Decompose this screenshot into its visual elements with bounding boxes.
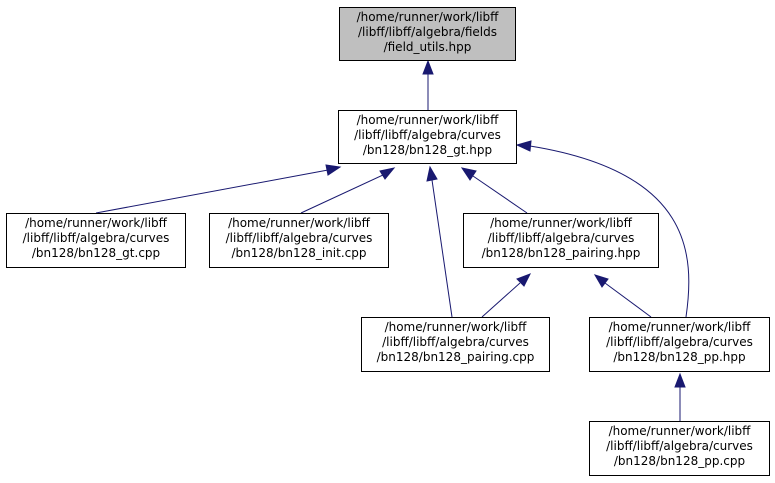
edge-pairing-cpp-to-gt-hpp (431, 179, 453, 318)
node-label-line: /bn128/bn128_gt.cpp (31, 246, 161, 260)
node-label-line: /home/runner/work/libff (25, 216, 167, 230)
edge-arrowhead (593, 274, 609, 288)
node-label-line: /bn128/bn128_init.cpp (231, 246, 367, 260)
node-label-line: /libff/libff/algebra/curves (606, 335, 753, 349)
edge-arrowhead (422, 59, 434, 75)
node-bn128-gt-cpp[interactable]: /home/runner/work/libff /libff/libff/alg… (6, 213, 186, 268)
node-label-line: /libff/libff/algebra/curves (225, 231, 373, 245)
node-label-line: /bn128/bn128_pairing.cpp (376, 350, 535, 364)
node-label-line: /home/runner/work/libff (384, 320, 527, 334)
node-bn128-pairing-hpp[interactable]: /home/runner/work/libff /libff/libff/alg… (463, 213, 659, 268)
node-label-line: /field_utils.hpp (383, 40, 472, 54)
node-bn128-pairing-cpp[interactable]: /home/runner/work/libff /libff/libff/alg… (361, 317, 550, 372)
node-bn128-gt-hpp[interactable]: /home/runner/work/libff /libff/libff/alg… (338, 110, 517, 164)
edge-pp-hpp-to-pairing-hpp (604, 282, 652, 318)
node-label-line: /home/runner/work/libff (608, 320, 751, 334)
edge-gt-cpp-to-gt-hpp (95, 169, 329, 214)
edge-arrowhead (325, 164, 342, 176)
edge-arrowhead (674, 372, 686, 388)
node-label-line: /bn128/bn128_pp.cpp (613, 454, 746, 468)
node-bn128-init-cpp[interactable]: /home/runner/work/libff /libff/libff/alg… (209, 213, 389, 268)
edge-arrowhead (515, 140, 532, 152)
node-label-line: /home/runner/work/libff (608, 424, 751, 438)
node-label-line: /libff/libff/algebra/curves (382, 335, 529, 349)
edge-pairing-hpp-to-gt-hpp (472, 175, 528, 214)
node-label-line: /libff/libff/algebra/curves (487, 231, 635, 245)
edge-arrowhead (379, 167, 396, 180)
edge-pairing-cpp-to-pairing-hpp (481, 282, 521, 318)
edge-arrowhead (460, 167, 477, 181)
edge-arrowhead (516, 273, 532, 287)
node-bn128-pp-cpp[interactable]: /home/runner/work/libff /libff/libff/alg… (589, 421, 770, 476)
node-label-line: /home/runner/work/libff (356, 10, 499, 24)
node-label-line: /bn128/bn128_pairing.hpp (481, 246, 641, 260)
node-label-line: /libff/libff/algebra/curves (22, 231, 170, 245)
node-label-line: /libff/libff/algebra/curves (606, 439, 753, 453)
node-label-line: /home/runner/work/libff (228, 216, 370, 230)
node-bn128-pp-hpp[interactable]: /home/runner/work/libff /libff/libff/alg… (589, 317, 770, 372)
node-label-line: /home/runner/work/libff (356, 113, 499, 127)
edge-init-cpp-to-gt-hpp (300, 174, 384, 214)
node-label-line: /bn128/bn128_gt.hpp (362, 143, 493, 157)
node-field-utils-hpp: /home/runner/work/libff /libff/libff/alg… (339, 7, 516, 61)
node-label-line: /bn128/bn128_pp.hpp (613, 350, 746, 364)
edge-pp-hpp-to-gt-hpp (529, 145, 690, 318)
node-label-line: /libff/libff/algebra/fields (357, 25, 497, 39)
node-label-line: /libff/libff/algebra/curves (354, 128, 501, 142)
edge-arrowhead (426, 165, 438, 182)
node-label-line: /home/runner/work/libff (490, 216, 632, 230)
